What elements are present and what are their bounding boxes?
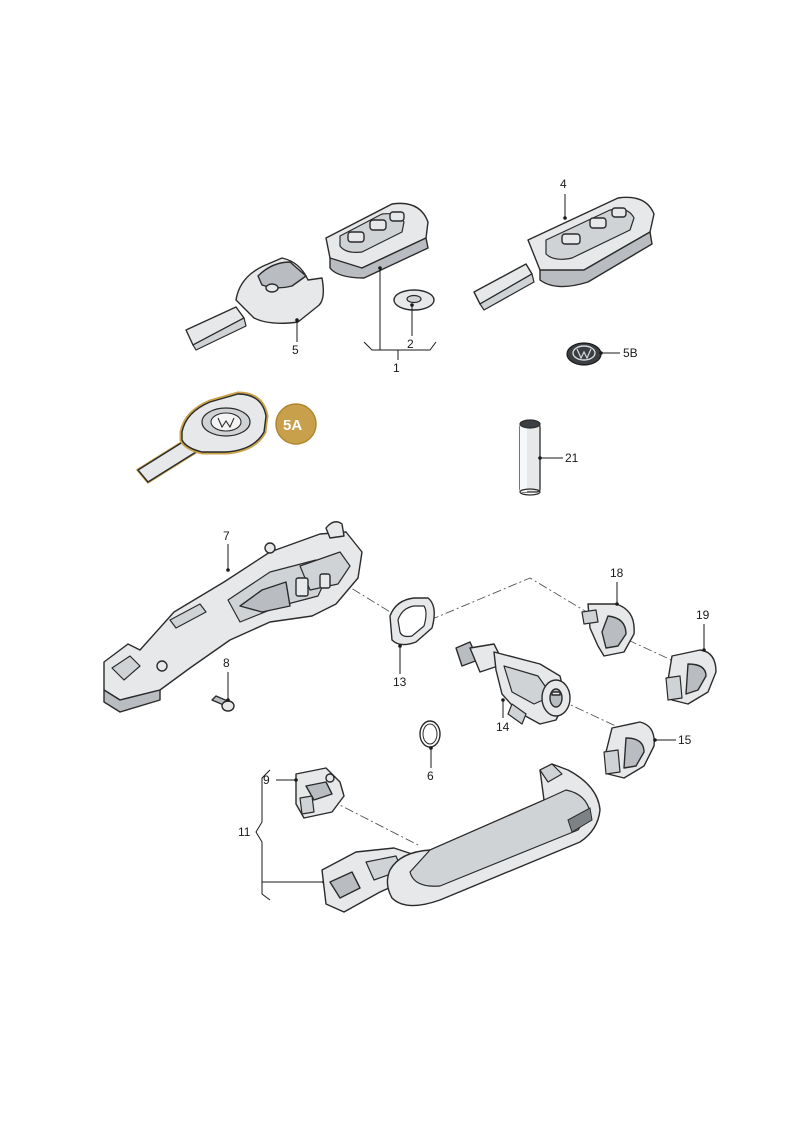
label-9: 9 (263, 773, 270, 787)
o-ring-part-6[interactable] (419, 720, 441, 748)
label-11: 11 (238, 825, 251, 839)
lock-cylinder-part-14[interactable] (455, 641, 571, 725)
label-4: 4 (560, 177, 567, 191)
label-21: 21 (565, 451, 579, 465)
pin-part-21[interactable] (519, 419, 541, 496)
door-handle-part-11[interactable] (321, 763, 601, 913)
label-5: 5 (292, 343, 299, 357)
label-13: 13 (393, 675, 407, 689)
label-6: 6 (427, 769, 434, 783)
label-15: 15 (678, 733, 692, 747)
cap-part-15[interactable] (603, 721, 655, 779)
key-part-5A[interactable] (135, 391, 269, 484)
remote-housing-part-1[interactable] (325, 202, 429, 279)
clip-part-9[interactable] (295, 767, 345, 819)
handle-carrier-part-7[interactable] (103, 521, 363, 713)
key-housing-part-5[interactable] (185, 257, 325, 351)
emblem-part-5B[interactable] (566, 342, 602, 366)
label-5A: 5A (283, 417, 302, 434)
label-2: 2 (407, 337, 414, 351)
washer-part-2[interactable] (393, 289, 435, 311)
cap-part-19[interactable] (665, 649, 717, 705)
folding-key-part-4[interactable] (473, 196, 655, 311)
cap-part-18[interactable] (581, 603, 635, 657)
label-14: 14 (496, 720, 510, 734)
gasket-part-13[interactable] (389, 597, 435, 646)
label-19: 19 (696, 608, 710, 622)
label-8: 8 (223, 656, 230, 670)
screw-part-8[interactable] (211, 695, 235, 712)
callout-5A: 5A (275, 403, 317, 445)
label-18: 18 (610, 566, 624, 580)
label-1: 1 (393, 361, 400, 375)
label-7: 7 (223, 529, 230, 543)
label-5B: 5B (623, 346, 638, 360)
